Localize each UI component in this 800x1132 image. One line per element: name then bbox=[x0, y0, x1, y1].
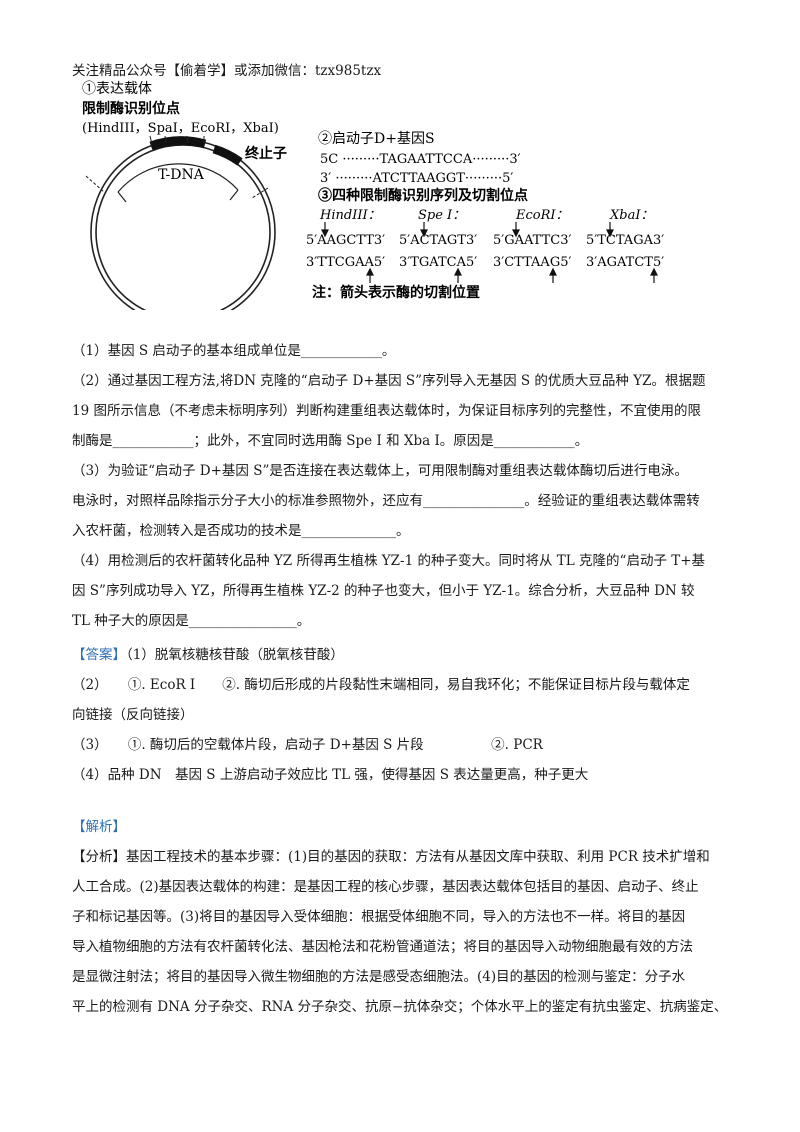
answer-1: （1）脱氧核糖核苷酸（脱氧核苷酸） bbox=[126, 647, 344, 663]
hindiii-bottom-strand: 3′TTCGAA5′ bbox=[306, 255, 385, 270]
enzyme-name-ecori: EcoRI： bbox=[515, 208, 569, 223]
analysis-line-1: 【分析】基因工程技术的基本步骤：(1)目的基因的获取：方法有从基因文库中获取、利… bbox=[72, 849, 710, 865]
question-3-line-1: （3）为验证“启动子 D+基因 S”是否连接在表达载体上，可用限制酶对重组表达载… bbox=[72, 463, 688, 479]
plasmid-figure: ①表达载体 限制酶识别位点 (HindIII，SpaI，EcoRI，XbaI) … bbox=[82, 81, 664, 310]
tdna-arc-right-tick bbox=[229, 189, 239, 201]
figure-note: 注：箭头表示酶的切割位置 bbox=[312, 284, 480, 301]
analysis-line-5: 是显微注射法；将目的基因导入微生物细胞的方法是感受态细胞法。(4)目的基因的检测… bbox=[72, 969, 686, 985]
analysis-block: 【解析】 【分析】基因工程技术的基本步骤：(1)目的基因的获取：方法有从基因文库… bbox=[72, 812, 740, 1022]
sequence-bottom-strand: 3′ ·········ATCTTAAGGT·········5′ bbox=[320, 171, 513, 186]
answer-2-line-2: 向链接（反向链接） bbox=[72, 707, 194, 723]
hindiii-top-strand: 5′AAGCTT3′ bbox=[306, 233, 385, 248]
restriction-site-list: (HindIII，SpaI，EcoRI，XbaI) bbox=[82, 121, 279, 136]
ecori-top-strand: 5′GAATTC3′ bbox=[493, 233, 571, 248]
panel3-title: ③四种限制酶识别序列及切割位点 bbox=[318, 187, 528, 204]
analysis-line-6: 平上的检测有 DNA 分子杂交、RNA 分子杂交、抗原−抗体杂交；个体水平上的鉴… bbox=[72, 999, 728, 1015]
cut-arrows-bottom bbox=[366, 267, 658, 283]
spei-top-strand: 5′ACTAGT3′ bbox=[399, 233, 477, 248]
left-border-marker bbox=[85, 175, 105, 193]
xbai-top-strand: 5′TCTAGA3′ bbox=[586, 233, 664, 248]
panel1-title: ①表达载体 bbox=[82, 81, 152, 97]
tdna-arc-left-tick bbox=[117, 191, 127, 203]
question-4-line-1: （4）用检测后的农杆菌转化品种 YZ 所得再生植株 YZ-1 的种子变大。同时将… bbox=[72, 553, 706, 569]
answer-tag: 【答案】 bbox=[72, 647, 126, 663]
answer-3: （3） ①. 酶切后的空载体片段，启动子 D+基因 S 片段 ②. PCR bbox=[72, 737, 543, 753]
question-2-line-3: 制酶是____________；此外，不宜同时选用酶 Spe Ⅰ 和 Xba Ⅰ… bbox=[72, 433, 589, 449]
terminator-block bbox=[212, 144, 243, 166]
tdna-label: T-DNA bbox=[158, 167, 205, 183]
question-4-line-3: TL 种子大的原因是________________。 bbox=[72, 613, 311, 629]
enzyme-name-hindiii: HindIII： bbox=[319, 208, 381, 223]
answer-2-line-1: （2） ①. EcoR Ⅰ ②. 酶切后形成的片段黏性末端相同，易自我环化；不能… bbox=[72, 677, 690, 693]
cut-arrows-top bbox=[321, 222, 614, 238]
enzyme-name-xbai: XbaI： bbox=[609, 208, 653, 223]
plasmid-outer-ring bbox=[90, 139, 276, 310]
right-border-marker bbox=[251, 187, 269, 199]
spei-bottom-strand: 3′TGATCA5′ bbox=[399, 255, 477, 270]
questions-block: （1）基因 S 启动子的基本组成单位是____________。 （2）通过基因… bbox=[72, 336, 740, 636]
panel1-subtitle: 限制酶识别位点 bbox=[82, 100, 180, 117]
analysis-line-2: 人工合成。(2)基因表达载体的构建：是基因工程的核心步骤，基因表达载体包括目的基… bbox=[72, 879, 699, 895]
answer-4: （4）品种 DN 基因 S 上游启动子效应比 TL 强，使得基因 S 表达量更高… bbox=[72, 767, 589, 783]
sequence-top-strand: 5C ·········TAGAATTCCA·········3′ bbox=[320, 152, 521, 167]
ecori-bottom-strand: 3′CTTAAG5′ bbox=[493, 255, 571, 270]
xbai-bottom-strand: 3′AGATCT5′ bbox=[586, 255, 664, 270]
analysis-line-3: 子和标记基因等。(3)将目的基因导入受体细胞：根据受体细胞不同，导入的方法也不一… bbox=[72, 909, 686, 925]
site-pointer-3 bbox=[186, 135, 189, 144]
analysis-tag: 【解析】 bbox=[72, 819, 126, 835]
question-3-line-2: 电泳时，对照样品除指示分子大小的标准参照物外，还应有______________… bbox=[72, 493, 700, 509]
panel2-title: ②启动子D+基因S bbox=[318, 130, 435, 147]
analysis-line-4: 导入植物细胞的方法有农杆菌转化法、基因枪法和花粉管通道法；将目的基因导入动物细胞… bbox=[72, 939, 693, 955]
header-watermark: 关注精品公众号【偷着学】或添加微信：tzx985tzx bbox=[72, 63, 382, 79]
restriction-site-block bbox=[149, 136, 207, 151]
question-4-line-2: 因 S”序列成功导入 YZ，所得再生植株 YZ-2 的种子也变大，但小于 YZ-… bbox=[72, 583, 695, 599]
question-1: （1）基因 S 启动子的基本组成单位是____________。 bbox=[72, 343, 396, 359]
site-pointer-1 bbox=[149, 135, 153, 145]
enzyme-name-spei: Spe I： bbox=[418, 208, 465, 223]
answer-block: 【答案】（1）脱氧核糖核苷酸（脱氧核苷酸） （2） ①. EcoR Ⅰ ②. 酶… bbox=[72, 640, 740, 790]
question-2-line-2: 19 图所示信息（不考虑未标明序列）判断构建重组表达载体时，为保证目标序列的完整… bbox=[72, 403, 701, 419]
site-pointer-2 bbox=[164, 135, 167, 144]
question-3-line-3: 入农杆菌，检测转入是否成功的技术是______________。 bbox=[72, 523, 410, 539]
question-2-line-1: （2）通过基因工程方法,将DN 克隆的“启动子 D+基因 S”序列导入无基因 S… bbox=[72, 373, 706, 389]
terminator-label: 终止子 bbox=[245, 145, 287, 162]
tdna-arc bbox=[117, 163, 239, 193]
answer-line-1: 【答案】（1）脱氧核糖核苷酸（脱氧核苷酸） bbox=[72, 640, 740, 670]
